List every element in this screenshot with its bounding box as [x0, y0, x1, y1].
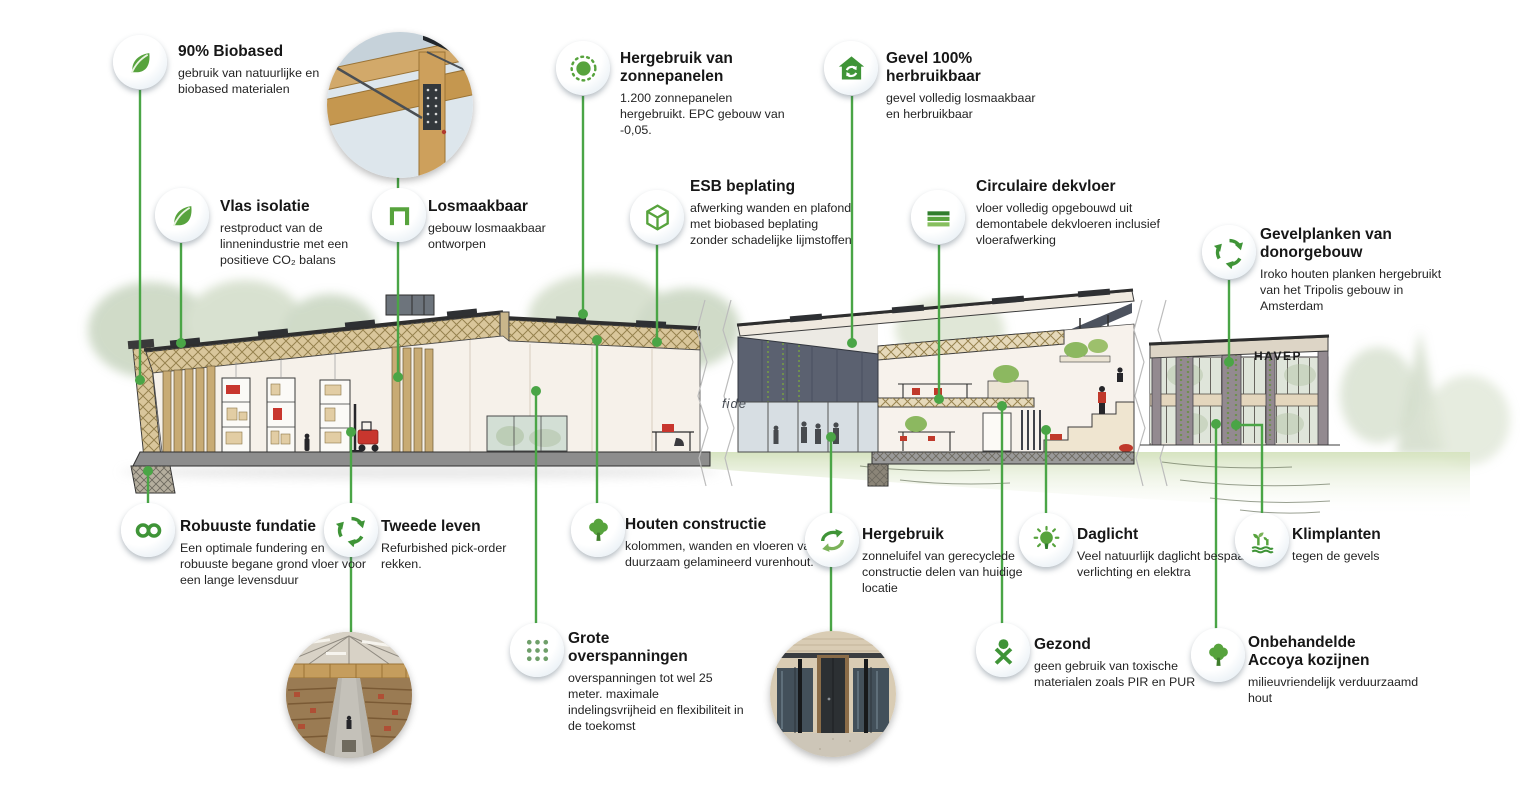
leaf-icon [113, 35, 167, 89]
tree-icon [1191, 628, 1245, 682]
callout-description: afwerking wanden en plafond met biobased… [690, 200, 852, 248]
entrance-photo [770, 631, 896, 757]
callout-title: Onbehandelde Accoya kozijnen [1248, 634, 1370, 669]
canopy-underside [1060, 303, 1132, 344]
storage-racks [221, 352, 351, 453]
callout-title: Vlas isolatie [220, 198, 310, 215]
callout-description: gebouw losmaakbaar ontworpen [428, 220, 546, 251]
timber-columns [162, 346, 434, 453]
callout-description: tegen de gevels [1292, 548, 1380, 563]
floor-layers-icon [911, 190, 965, 244]
storefront-glass [737, 401, 879, 453]
callout-title: ESB beplating [690, 178, 796, 195]
dots-grid-icon [510, 623, 564, 677]
callout-description: restproduct van de linnenindustrie met e… [220, 220, 349, 268]
callout-title: Houten constructie [625, 516, 767, 533]
tribune-stairs [1043, 401, 1135, 453]
callout-title: Daglicht [1077, 526, 1139, 543]
iroko-plank-pillars [1151, 348, 1329, 446]
callout-title: Losmaakbaar [428, 198, 528, 215]
callout-title: 90% Biobased [178, 43, 284, 60]
facade-vines [767, 341, 800, 434]
callout-description: gevel volledig losmaakbaar en herbruikba… [886, 90, 1036, 121]
roof-solar-edges [169, 308, 667, 347]
timber-structure-photo [327, 32, 473, 178]
section-break-left [696, 299, 735, 487]
pillar-vines [1179, 352, 1272, 443]
sun-icon [556, 41, 610, 95]
callout-title: Gevel 100% herbruikbaar [886, 50, 981, 85]
havep-sign: HAVEP [1254, 349, 1302, 363]
house-recycle-icon [824, 41, 878, 95]
infinity-icon [121, 503, 175, 557]
callout-title: Grote overspanningen [568, 630, 688, 665]
worker-figure [304, 433, 310, 451]
people-silhouettes [773, 421, 839, 444]
office-section: fide [722, 288, 1135, 487]
recycle-icon [324, 503, 378, 557]
dark-facade [737, 336, 879, 408]
left-warehouse-section [127, 294, 711, 494]
callout-description: overspanningen tot wel 25 meter. maximal… [568, 670, 744, 733]
callout-description: kolommen, wanden en vloeren van duurzaam… [625, 538, 818, 569]
callout-title: Gezond [1034, 636, 1091, 653]
callout-title: Gevelplanken van donorgebouw [1260, 226, 1392, 261]
callout-description: geen gebruik van toxische materialen zoa… [1034, 658, 1196, 689]
callout-description: Iroko houten planken hergebruikt van het… [1260, 266, 1442, 313]
callout-title: Robuuste fundatie [180, 518, 317, 535]
grass [120, 452, 1470, 518]
callout-description: milieuvriendelijk verduurzaamd hout [1248, 674, 1419, 705]
clamp-icon [372, 188, 426, 242]
callout-title: Klimplanten [1292, 526, 1381, 543]
tree-icon [571, 503, 625, 557]
callout-description: Refurbished pick-order rekken. [381, 540, 507, 571]
callout-title: Tweede leven [381, 518, 481, 535]
health-figure-icon [976, 623, 1030, 677]
sprout-icon [1235, 513, 1289, 567]
callout-title: Circulaire dekvloer [976, 178, 1116, 195]
donor-building: HAVEP [1140, 334, 1340, 446]
callout-description: vloer volledig opgebouwd uit demontabele… [976, 200, 1160, 248]
callout-description: Een optimale fundering en robuuste began… [180, 540, 366, 588]
reuse-arrows-icon [805, 513, 859, 567]
forklift [350, 404, 379, 452]
callout-title: Hergebruik [862, 526, 944, 543]
callout-description: Veel natuurlijk daglicht bespaart verlic… [1077, 548, 1252, 579]
cube-icon [630, 190, 684, 244]
callout-description: zonneluifel van gerecyclede constructie … [862, 548, 1023, 596]
lightbulb-icon [1019, 513, 1073, 567]
office-sign-label: fide [722, 396, 747, 411]
recycle-icon [1202, 225, 1256, 279]
leaf-icon [155, 188, 209, 242]
section-break-right [1133, 299, 1170, 487]
warehouse-interior-photo [286, 632, 412, 758]
callout-description: 1.200 zonnepanelen hergebruikt. EPC gebo… [620, 90, 785, 137]
callout-description: gebruik van natuurlijke en biobased mate… [178, 65, 320, 96]
callout-title: Hergebruik van zonnepanelen [620, 50, 733, 85]
